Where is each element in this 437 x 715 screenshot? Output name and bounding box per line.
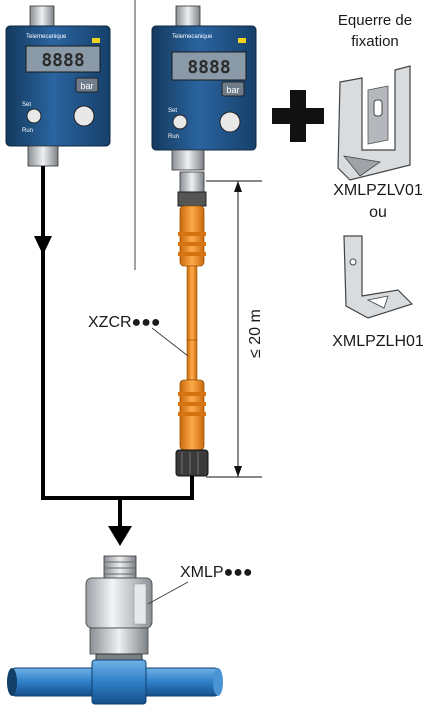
left-display-digits: 8888 — [41, 50, 84, 71]
right-set-knob — [173, 115, 187, 129]
horizontal-bracket-image — [344, 236, 412, 318]
sensor-leader-line — [148, 582, 188, 604]
cable-ref: XZCR●●● — [88, 314, 161, 332]
right-display-digits: 8888 — [187, 57, 230, 78]
left-set-knob — [27, 109, 41, 123]
bracket-h-ref: XMLPZLH01 — [318, 333, 437, 351]
right-adjust-dial — [220, 112, 240, 132]
left-adjust-dial — [74, 106, 94, 126]
right-bottom-fitting — [172, 150, 204, 170]
left-brand-text: Telemecanique — [26, 34, 67, 40]
blue-pipe — [7, 660, 223, 704]
vertical-bracket-image — [338, 66, 410, 180]
left-pressure-switch: 8888 bar Telemecanique Set Run — [6, 6, 110, 166]
cable-leader-line — [152, 328, 188, 356]
bracket-header-line1: Equerre de — [320, 12, 430, 29]
left-run-label: Run — [22, 128, 33, 134]
left-bottom-fitting — [28, 146, 58, 166]
right-set-label: Set — [168, 108, 177, 114]
or-word: ou — [348, 204, 408, 222]
cable-length: ≤ 20 m — [247, 309, 265, 358]
right-run-label: Run — [168, 134, 179, 140]
left-unit-text: bar — [80, 81, 93, 91]
left-top-connector — [30, 6, 54, 28]
pressure-sensor — [86, 556, 152, 668]
plus-icon — [272, 90, 324, 142]
right-pressure-switch: Telemecanique 8888 bar Set Run — [152, 6, 256, 170]
right-brand-text: Telemecanique — [172, 34, 213, 40]
right-unit-text: bar — [226, 85, 239, 95]
right-top-connector — [176, 6, 200, 28]
bracket-header-line2: fixation — [320, 33, 430, 50]
left-set-label: Set — [22, 102, 31, 108]
right-out1-led — [238, 38, 246, 43]
connection-lines — [34, 166, 194, 546]
left-out1-led — [92, 38, 100, 43]
sensor-ref: XMLP●●● — [180, 564, 253, 582]
orange-cable — [176, 172, 208, 476]
bracket-v-ref: XMLPZLV01 — [318, 182, 437, 200]
